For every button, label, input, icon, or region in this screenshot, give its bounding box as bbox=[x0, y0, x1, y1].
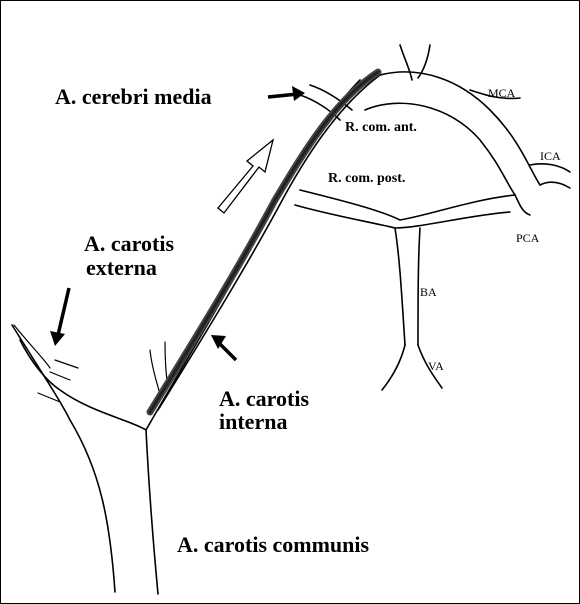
label-com-ant: R. com. ant. bbox=[345, 120, 417, 135]
mca-branch-top bbox=[400, 45, 412, 80]
direction-arrow bbox=[218, 140, 273, 213]
label-mca: MCA bbox=[488, 86, 516, 100]
externa-pointer-head bbox=[50, 331, 65, 346]
label-ba: BA bbox=[420, 285, 437, 299]
ica-branch bbox=[540, 182, 570, 188]
label-externa-line1: A. carotis bbox=[84, 231, 174, 256]
externa-small-branch-1 bbox=[50, 372, 70, 380]
pca-branch bbox=[515, 195, 530, 215]
label-externa-line2: externa bbox=[86, 255, 157, 280]
communis-vessel-left bbox=[70, 420, 115, 592]
post-connector-bottom bbox=[295, 205, 510, 228]
label-va: VA bbox=[428, 359, 444, 373]
label-communis: A. carotis communis bbox=[177, 532, 370, 557]
vertebral-left bbox=[382, 345, 405, 390]
externa-pointer-line bbox=[58, 288, 69, 335]
interna-pointer-line bbox=[218, 342, 236, 360]
label-com-post: R. com. post. bbox=[328, 171, 405, 186]
communis-vessel-right bbox=[146, 430, 158, 594]
catheter bbox=[150, 72, 378, 412]
label-interna-line1: A. carotis bbox=[219, 386, 309, 411]
interna-small-branch bbox=[150, 350, 160, 395]
label-interna-line2: interna bbox=[219, 409, 287, 434]
label-cerebri-media: A. cerebri media bbox=[55, 84, 212, 109]
basilar-left bbox=[395, 228, 405, 345]
externa-small-branch-2 bbox=[55, 360, 78, 368]
media-pointer-head bbox=[292, 86, 305, 101]
ica-branch-2 bbox=[530, 164, 570, 172]
label-ica: ICA bbox=[540, 149, 561, 163]
label-pca: PCA bbox=[516, 231, 540, 245]
